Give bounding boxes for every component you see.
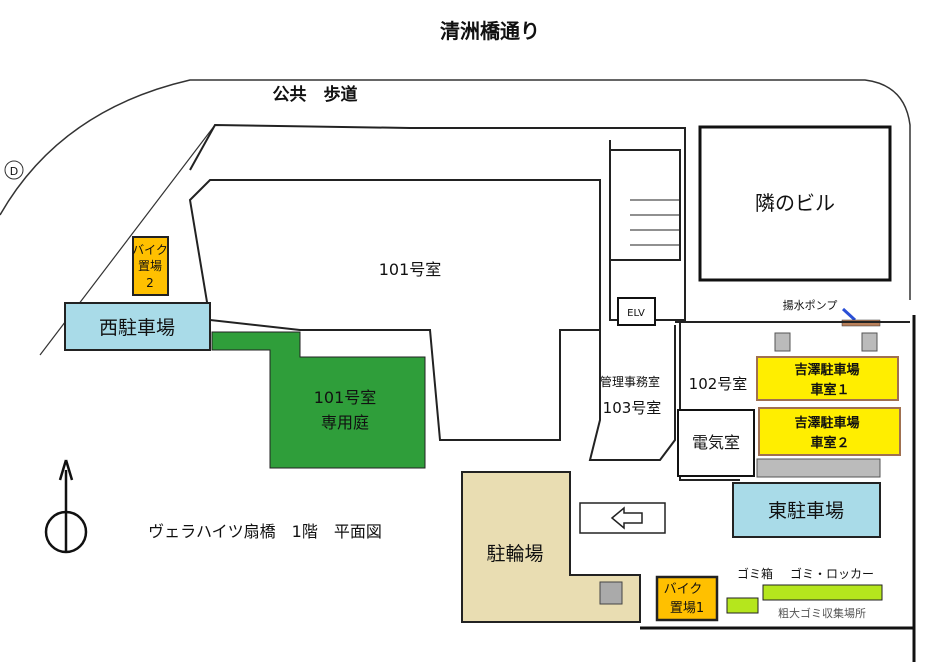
pillar bbox=[599, 581, 623, 605]
room-101-label: 101号室 bbox=[379, 260, 442, 279]
neighbor-building bbox=[698, 125, 892, 282]
office-label: 管理事務室 bbox=[600, 374, 660, 389]
yoshizawa2-label-2: 車室２ bbox=[810, 435, 849, 451]
garden-101 bbox=[211, 331, 426, 469]
bicycle-parking-label: 駐輪場 bbox=[486, 543, 543, 565]
room-103-label: 103号室 bbox=[603, 399, 662, 417]
garden-label-2: 専用庭 bbox=[321, 413, 369, 432]
left-arrow-icon bbox=[610, 506, 643, 530]
gray-bar bbox=[756, 458, 881, 478]
area-102-outline bbox=[675, 321, 910, 481]
neighbor-label: 隣のビル bbox=[755, 191, 835, 215]
bicycle-parking bbox=[461, 471, 641, 623]
floor-plan-caption: ヴェラハイツ扇橋 1階 平面図 bbox=[148, 522, 382, 541]
yoshizawa-parking-2 bbox=[758, 407, 901, 456]
gray-block bbox=[774, 332, 791, 352]
bike1-label-1: バイク bbox=[664, 582, 703, 597]
yoshizawa1-label-1: 吉澤駐車場 bbox=[794, 362, 859, 378]
elv-label: ELV bbox=[627, 308, 645, 319]
svg-text:D: D bbox=[10, 165, 18, 178]
street-name: 清洲橋通り bbox=[440, 19, 540, 43]
electric-room-label: 電気室 bbox=[692, 433, 740, 452]
trash-box bbox=[726, 597, 759, 614]
site-boundary-curve bbox=[0, 79, 911, 300]
bike2-label-3: 2 bbox=[146, 276, 154, 290]
bike2-label-1: バイク bbox=[132, 243, 168, 257]
bike1-label-2: 置場1 bbox=[670, 601, 704, 616]
east-parking bbox=[732, 482, 881, 538]
sidewalk-label: 公共 歩道 bbox=[273, 84, 358, 105]
west-parking-label: 西駐車場 bbox=[99, 317, 175, 339]
bulky-trash-label: 粗大ゴミ収集場所 bbox=[778, 606, 866, 620]
garden-label-1: 101号室 bbox=[314, 388, 377, 407]
west-parking bbox=[64, 302, 211, 351]
yoshizawa2-label-1: 吉澤駐車場 bbox=[794, 415, 859, 431]
elevator bbox=[617, 297, 656, 326]
marker-d: D bbox=[4, 160, 24, 180]
yoshizawa-parking-1 bbox=[756, 356, 899, 401]
north-compass-icon bbox=[44, 459, 88, 554]
pump-label: 揚水ポンプ bbox=[783, 299, 838, 312]
electric-room bbox=[677, 409, 755, 477]
yoshizawa1-label-2: 車室１ bbox=[810, 382, 849, 398]
pump-arrow-icon bbox=[841, 307, 857, 322]
bike-parking-2 bbox=[132, 236, 169, 296]
bike-parking-1 bbox=[655, 575, 719, 622]
bike2-label-2: 置場 bbox=[138, 259, 162, 273]
trash-locker-label: ゴミ・ロッカー bbox=[790, 566, 874, 581]
east-parking-label: 東駐車場 bbox=[768, 500, 844, 522]
trash-box-label: ゴミ箱 bbox=[737, 566, 773, 581]
room-102-label: 102号室 bbox=[689, 375, 748, 393]
trash-locker bbox=[762, 584, 883, 601]
gray-block bbox=[861, 332, 878, 352]
building-101 bbox=[188, 123, 686, 461]
